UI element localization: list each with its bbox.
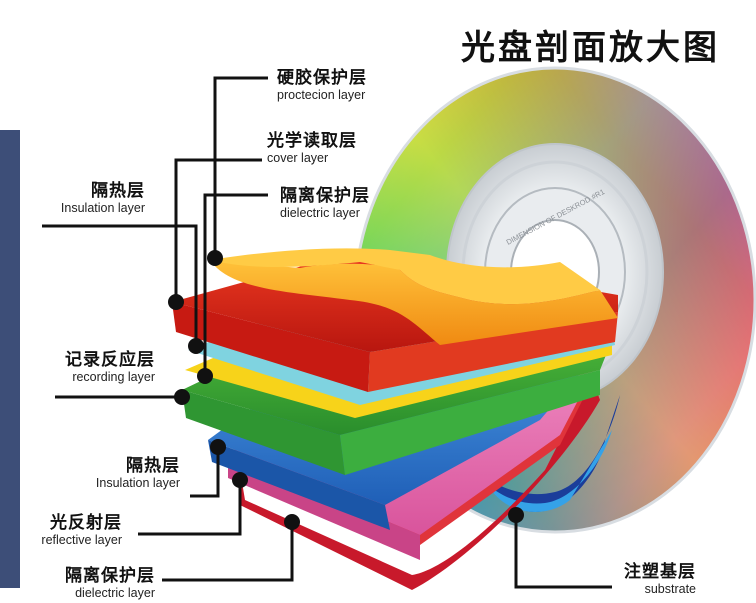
label-recording: 记录反应层 recording layer: [65, 350, 155, 384]
label-insulation-top: 隔热层 Insulation layer: [60, 181, 145, 215]
leader-substrate: [514, 515, 612, 589]
layer-orange-top: [210, 248, 600, 305]
leader-lines: [42, 76, 612, 589]
leader-protection: [213, 76, 268, 258]
layer-red-front: [172, 302, 370, 392]
leader-cover: [174, 158, 262, 302]
layer-red-right: [368, 312, 618, 392]
label-cover: 光学读取层 cover layer: [267, 131, 357, 165]
label-dielectric-top: 隔离保护层 dielectric layer: [280, 186, 370, 220]
leader-insulation-bottom: [190, 447, 220, 498]
leader-reflective: [138, 480, 242, 536]
leader-dielectric-top: [203, 193, 268, 376]
layer-green-front: [182, 390, 345, 475]
layer-stack: [172, 248, 620, 590]
leader-insulation-top: [42, 224, 198, 346]
label-protection: 硬胶保护层 proctecion layer: [277, 68, 367, 102]
label-reflective: 光反射层 reflective layer: [41, 513, 122, 547]
layer-blue-edge: [208, 440, 390, 530]
label-dielectric-bottom: 隔离保护层 dielectric layer: [65, 566, 155, 600]
layer-green-right: [340, 370, 600, 475]
leader-dots: [168, 250, 524, 530]
side-accent-bar: [0, 130, 20, 588]
layer-orange: [210, 260, 618, 345]
leader-dielectric-bottom: [162, 522, 294, 582]
diagram-title: 光盘剖面放大图: [461, 28, 720, 68]
label-substrate: 注塑基层 substrate: [624, 562, 696, 596]
label-insulation-bottom: 隔热层 Insulation layer: [95, 456, 180, 490]
